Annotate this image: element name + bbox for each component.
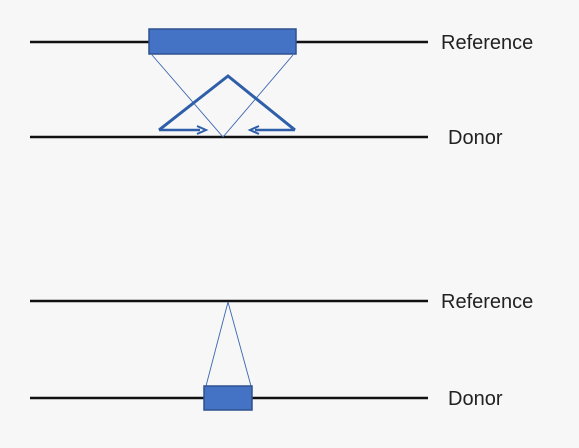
top-arrow-right-head <box>247 125 260 135</box>
top-arrow-left-head <box>196 125 209 135</box>
bottom-donor-block <box>203 385 253 411</box>
bottom-donor-label: Donor <box>448 388 503 410</box>
top-connector-right <box>222 54 294 138</box>
top-inversion-arrow <box>158 74 296 132</box>
bottom-connector-left <box>205 301 229 387</box>
top-reference-block <box>148 28 297 55</box>
top-reference-label: Reference <box>441 32 534 54</box>
bottom-reference-label: Reference <box>441 291 534 313</box>
top-connector-left <box>151 54 224 138</box>
bottom-panel <box>30 299 428 411</box>
top-donor-label: Donor <box>448 127 503 149</box>
top-panel <box>30 28 428 139</box>
bottom-connector-right <box>227 301 252 387</box>
